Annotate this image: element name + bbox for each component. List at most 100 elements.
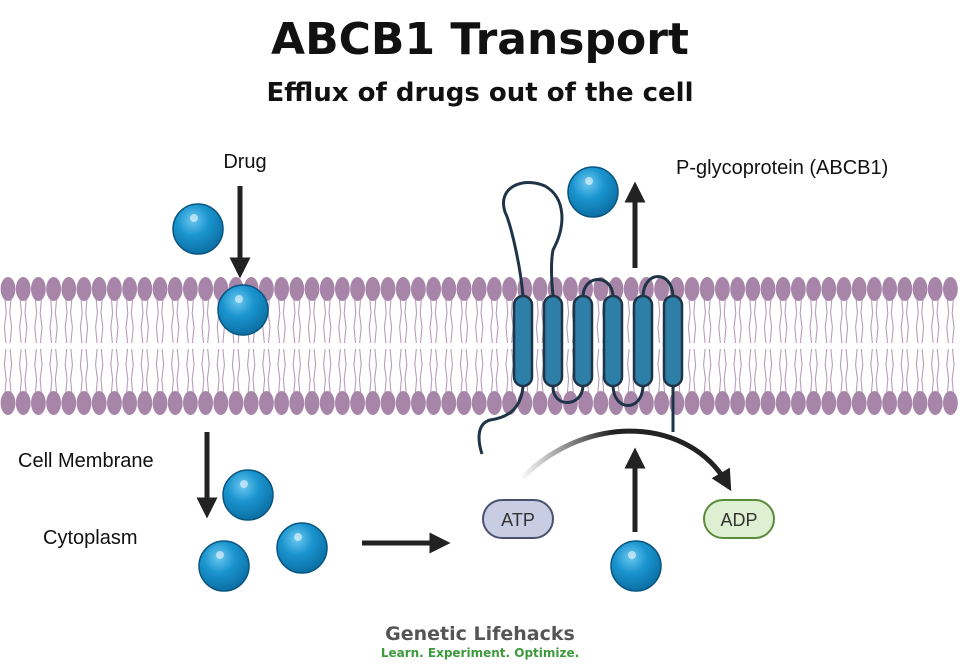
drug-sphere-icon (610, 540, 662, 592)
lipid-head (821, 277, 837, 301)
cell-membrane-label: Cell Membrane (18, 450, 154, 472)
lipid-head (198, 277, 214, 301)
lipid-head (304, 391, 320, 415)
lipid-head (471, 277, 487, 301)
lipid-head (441, 277, 457, 301)
lipid-head (578, 391, 593, 415)
lipid-head (15, 391, 31, 415)
lipid-head (365, 277, 381, 301)
lipid-head (456, 391, 472, 415)
lipid-head (167, 277, 183, 301)
pgp-helix-5 (632, 294, 654, 388)
lipid-head (91, 391, 107, 415)
lipid-head (31, 391, 46, 415)
lipid-head (623, 391, 639, 415)
lipid-head (882, 277, 897, 301)
lipid-head (608, 391, 624, 415)
lipid-head (456, 277, 472, 301)
lipid-head (943, 277, 958, 301)
lipid-head (639, 391, 654, 415)
drug-sphere-icon (567, 166, 619, 218)
pgp-n-terminal-tail (477, 385, 525, 455)
lipid-head (411, 277, 426, 301)
lipid-head (851, 277, 867, 301)
lipid-head (882, 391, 897, 415)
lipid-head (350, 391, 365, 415)
pgp-extracellular-loop-2 (581, 278, 615, 297)
lipid-head (0, 277, 16, 301)
lipid-head (745, 391, 761, 415)
lipid-head (867, 391, 882, 415)
brand-logo: Genetic Lifehacks Learn. Experiment. Opt… (0, 622, 960, 660)
lipid-head (806, 277, 821, 301)
lipid-head (426, 391, 441, 415)
lipid-head (532, 391, 548, 415)
lipid-head (183, 391, 198, 415)
lipid-head (593, 391, 609, 415)
pgp-helix-1 (512, 294, 534, 388)
lipid-head (487, 391, 502, 415)
p-glycoprotein (477, 180, 684, 455)
lipid-head (471, 391, 487, 415)
lipid-head (912, 277, 928, 301)
drug-sphere-icon (198, 540, 250, 592)
lipid-head (198, 391, 214, 415)
lipid-head (927, 391, 943, 415)
lipid-head (61, 277, 77, 301)
lipid-head (547, 391, 563, 415)
lipid-head (532, 277, 548, 301)
cytoplasm-label: Cytoplasm (43, 527, 137, 549)
lipid-head (441, 391, 457, 415)
brand-tagline: Learn. Experiment. Optimize. (380, 646, 580, 660)
lipid-head (395, 391, 411, 415)
adp-molecule: ADP (703, 499, 775, 539)
atp-label: ATP (501, 510, 535, 530)
atp-hydrolysis-arrow-icon (520, 428, 732, 492)
lipid-head (623, 277, 639, 301)
lipid-head (335, 391, 350, 415)
pgp-intracellular-loop-1 (551, 385, 585, 404)
lipid-head (867, 277, 882, 301)
lipid-head (46, 277, 61, 301)
lipid-head (137, 277, 153, 301)
lipid-head (365, 391, 381, 415)
p-glycoprotein-label: P-glycoprotein (ABCB1) (676, 157, 888, 179)
lipid-head (137, 391, 153, 415)
lipid-head (152, 277, 168, 301)
lipid-head (274, 391, 289, 415)
diagram-title: ABCB1 Transport (271, 14, 689, 65)
drug-sphere-icon (276, 522, 328, 574)
pgp-extracellular-loop-3 (641, 275, 675, 297)
lipid-head (319, 277, 335, 301)
lipid-head (715, 391, 730, 415)
lipid-head (183, 277, 198, 301)
lipid-head (259, 391, 274, 415)
lipid-head (411, 391, 426, 415)
lipid-head (684, 277, 700, 301)
lipid-head (228, 391, 244, 415)
drug-label: Drug (223, 151, 266, 173)
drug-sphere-icon (172, 203, 224, 255)
lipid-head (851, 391, 867, 415)
lipid-head (775, 391, 791, 415)
lipid-head (243, 391, 259, 415)
lipid-head (654, 391, 669, 415)
lipid-head (730, 277, 745, 301)
diagram-subtitle: Efflux of drugs out of the cell (266, 78, 694, 108)
brand-name: Genetic Lifehacks (385, 623, 575, 645)
lipid-head (122, 277, 137, 301)
lipid-head (380, 277, 396, 301)
lipid-head (395, 277, 411, 301)
drug-sphere-icon (217, 284, 269, 336)
lipid-head (775, 277, 791, 301)
lipid-head (760, 277, 776, 301)
lipid-head (654, 277, 669, 301)
pgp-helix-6 (662, 294, 684, 388)
lipid-head (213, 391, 229, 415)
cell-membrane-bilayer (0, 277, 958, 415)
lipid-head (91, 277, 107, 301)
lipid-head (61, 391, 77, 415)
lipid-head (836, 277, 852, 301)
drug-molecules (172, 166, 662, 592)
